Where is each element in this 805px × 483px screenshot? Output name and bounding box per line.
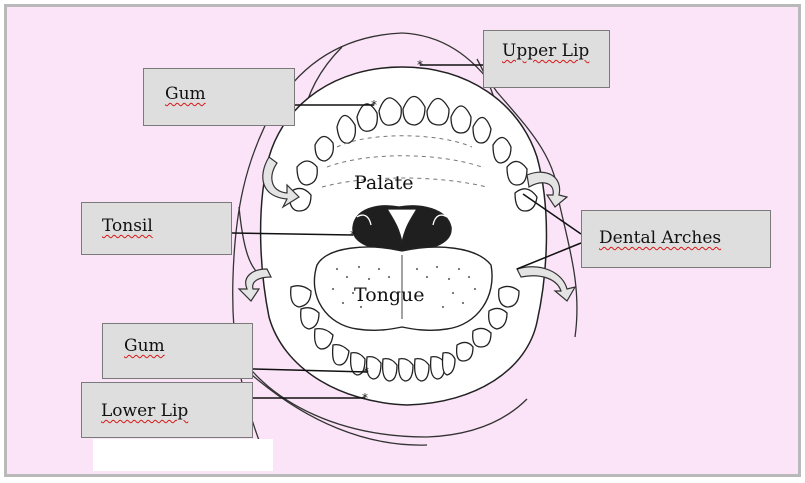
diagram-canvas: * * * * * Palate Tongue Upper Lip Gum To…	[4, 4, 801, 477]
label-dental-arches-text: Dental Arches	[599, 228, 721, 248]
label-gum-lower-text: Gum	[124, 336, 165, 356]
tongue-text: Tongue	[354, 284, 425, 306]
label-lower-lip: Lower Lip	[81, 382, 253, 438]
svg-text:*: *	[417, 58, 423, 72]
label-upper-lip-text: Upper Lip	[502, 41, 589, 61]
label-tonsil-text: Tonsil	[102, 216, 153, 236]
label-gum-lower: Gum	[102, 323, 253, 379]
palate-text: Palate	[354, 172, 414, 194]
label-gum-upper-text: Gum	[165, 84, 206, 104]
label-lower-lip-text: Lower Lip	[101, 401, 188, 421]
label-upper-lip: Upper Lip	[483, 30, 610, 88]
label-tonsil: Tonsil	[81, 202, 232, 255]
svg-text:*: *	[362, 391, 368, 405]
throat	[353, 206, 451, 251]
svg-text:*: *	[371, 98, 377, 112]
svg-text:*: *	[363, 365, 369, 379]
blank-patch	[93, 439, 273, 471]
svg-text:*: *	[350, 228, 356, 242]
label-dental-arches: Dental Arches	[581, 210, 771, 268]
label-gum-upper: Gum	[143, 68, 295, 126]
